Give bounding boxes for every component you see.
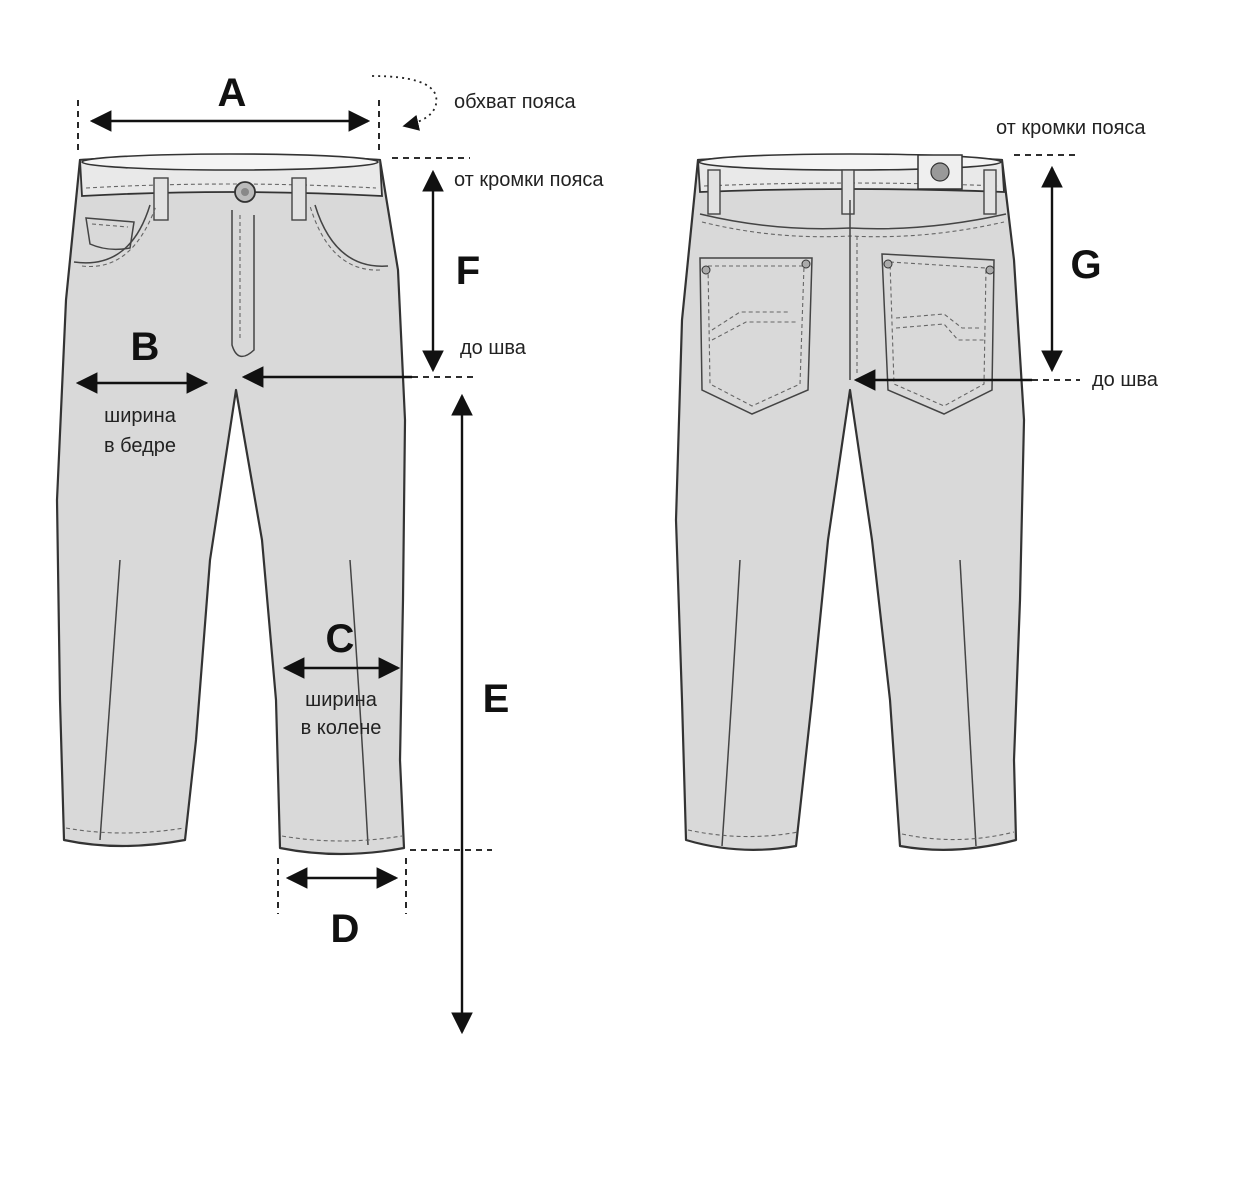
measurement-d-hem-width: D [277,858,407,951]
measurement-c-knee-width: C ширина в колене [282,617,401,739]
note-hip-width-line2: в бедре [104,435,176,457]
label-f: F [456,249,480,293]
label-e: E [483,677,510,721]
measurement-g-back-rise: от кромки пояса G до шва [853,117,1159,391]
measurement-f-front-rise: от кромки пояса F до шва [392,157,604,373]
note-from-waist-edge-front: от кромки пояса [454,169,604,191]
front-jeans-illustration [55,153,407,856]
label-b: B [131,325,160,369]
measurement-e-inseam: E [410,393,510,1035]
note-from-waist-edge-back: от кромки пояса [996,117,1146,139]
back-jeans-illustration [674,153,1026,851]
label-c: C [326,617,355,661]
label-g: G [1070,243,1101,287]
measurement-b-hip-width: B ширина в бедре [75,325,209,457]
label-d: D [331,907,360,951]
measurement-a-waist: A обхват пояса [77,71,576,152]
note-to-seam-front: до шва [460,337,527,359]
note-to-seam-back: до шва [1092,369,1159,391]
note-knee-width-line2: в колене [301,717,382,739]
note-hip-width-line1: ширина [104,405,177,427]
label-a: A [218,71,247,115]
note-waist-girth: обхват пояса [454,91,576,113]
note-knee-width-line1: ширина [305,689,378,711]
